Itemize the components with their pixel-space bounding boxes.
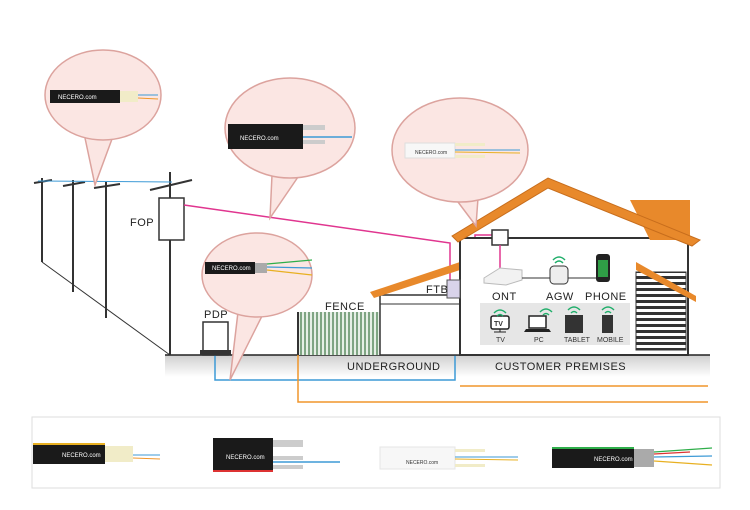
pdp-box <box>202 321 229 356</box>
svg-text:NECERO.com: NECERO.com <box>226 455 265 461</box>
agw-label: AGW <box>546 291 574 303</box>
pdp-label: PDP <box>204 309 228 321</box>
svg-text:TV: TV <box>494 321 503 328</box>
svg-text:NECERO.com: NECERO.com <box>212 266 251 272</box>
svg-text:NECERO.com: NECERO.com <box>62 453 101 459</box>
tablet-device-icon <box>565 315 583 333</box>
mobile-device-icon <box>602 315 613 333</box>
cable-3-callout: NECERO.com <box>404 142 521 159</box>
wifi-icon <box>552 256 566 264</box>
pc-device-icon <box>524 315 551 332</box>
pc-label: PC <box>534 337 544 344</box>
svg-text:NECERO.com: NECERO.com <box>594 457 633 463</box>
ftb-label: FTB <box>426 284 448 296</box>
tv-device-icon: TV <box>490 315 510 333</box>
agw-device-icon <box>549 265 569 285</box>
svg-text:NECERO.com: NECERO.com <box>415 150 447 156</box>
cable-sample-3: NECERO.com <box>379 446 519 470</box>
orange-duct-line <box>297 340 708 403</box>
fence <box>298 312 380 355</box>
cable-sample-2: NECERO.com <box>213 438 340 472</box>
svg-text:NECERO.com: NECERO.com <box>406 460 438 466</box>
cable-1-callout: NECERO.com <box>50 90 159 103</box>
phone-label: PHONE <box>585 291 627 303</box>
tv-label: TV <box>496 337 505 344</box>
garage-shutter <box>635 271 687 351</box>
svg-text:NECERO.com: NECERO.com <box>240 136 279 142</box>
ont-device-icon <box>483 267 523 286</box>
wifi-icons <box>493 306 615 317</box>
fop-box <box>158 197 185 241</box>
ftb-box <box>446 279 461 299</box>
ground <box>165 355 710 377</box>
wall-socket <box>491 229 509 246</box>
cable-2-callout: NECERO.com <box>228 124 352 149</box>
garage <box>379 294 461 356</box>
cable-sample-1: NECERO.com <box>33 443 161 464</box>
fence-label: FENCE <box>325 301 365 313</box>
cable-sample-4: NECERO.com <box>552 447 713 468</box>
garage-roof <box>370 262 460 298</box>
mobile-label: MOBILE <box>597 337 624 344</box>
roof <box>451 177 702 247</box>
ont-label: ONT <box>492 291 517 303</box>
aerial-cable <box>37 180 173 183</box>
customer-premises-label: CUSTOMER PREMISES <box>495 361 626 373</box>
fop-label: FOP <box>130 217 154 229</box>
underground-label: UNDERGROUND <box>347 361 441 373</box>
svg-text:NECERO.com: NECERO.com <box>58 95 97 101</box>
tablet-label: TABLET <box>564 337 591 344</box>
cable-4-callout: NECERO.com <box>205 259 313 276</box>
